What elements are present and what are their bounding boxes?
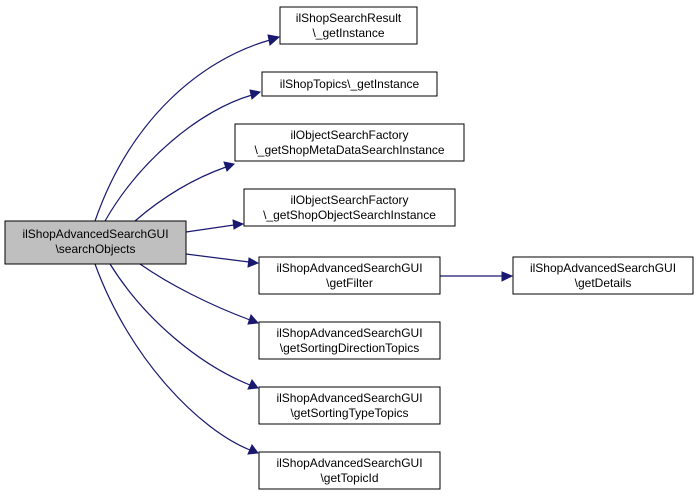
node-label-line-1: ilShopAdvancedSearchGUI	[276, 456, 422, 470]
node-root[interactable]: ilShopAdvancedSearchGUI \searchObjects	[4, 220, 187, 265]
edge-arrowhead	[247, 379, 259, 390]
edge-root-to-sorting-direction	[139, 263, 251, 321]
edge-arrowhead	[247, 257, 260, 268]
edge-arrowhead	[249, 89, 262, 100]
edge-root-to-meta-data-search	[134, 166, 227, 222]
node-get-details[interactable]: ilShopAdvancedSearchGUI \getDetails	[512, 256, 694, 295]
edges	[94, 34, 514, 455]
node-label-line-2: \_getInstance	[312, 26, 384, 40]
node-topic-id[interactable]: ilShopAdvancedSearchGUI \getTopicId	[258, 451, 441, 490]
node-label-line-1: ilShopTopics\_getInstance	[280, 77, 420, 91]
edge-root-to-object-search	[185, 224, 235, 233]
node-label-line-2: \_getShopObjectSearchInstance	[263, 208, 436, 222]
node-sorting-direction[interactable]: ilShopAdvancedSearchGUI \getSortingDirec…	[258, 321, 441, 360]
node-get-filter[interactable]: ilShopAdvancedSearchGUI \getFilter	[258, 256, 441, 295]
node-label-line-2: \getSortingTypeTopics	[290, 406, 408, 420]
edge-arrowhead	[247, 444, 259, 455]
node-label-line-2: \getSortingDirectionTopics	[280, 341, 419, 355]
edge-root-to-shop-search-result	[94, 39, 271, 222]
node-object-search[interactable]: ilObjectSearchFactory \_getShopObjectSea…	[243, 188, 456, 227]
node-label-line-1: ilObjectSearchFactory	[290, 128, 408, 142]
edge-root-to-shop-topics	[104, 94, 253, 222]
node-label-line-1: ilShopAdvancedSearchGUI	[530, 261, 676, 275]
node-label-line-2: \getTopicId	[320, 471, 378, 485]
node-label-line-2: \_getShopMetaDataSearchInstance	[254, 143, 444, 157]
node-label-line-1: ilShopAdvancedSearchGUI	[22, 227, 168, 241]
edge-arrowhead	[501, 271, 514, 282]
edge-root-to-topic-id	[94, 263, 251, 451]
edge-root-to-get-filter	[185, 253, 250, 263]
node-label-line-2: \getFilter	[326, 276, 373, 290]
edge-arrowhead	[247, 314, 260, 325]
node-label-line-1: ilShopSearchResult	[296, 11, 402, 25]
edge-arrowhead	[267, 34, 281, 46]
node-label-line-2: \getDetails	[575, 276, 632, 290]
edge-arrowhead	[223, 161, 236, 172]
node-shop-search-result[interactable]: ilShopSearchResult \_getInstance	[279, 6, 418, 45]
node-label-line-1: ilObjectSearchFactory	[290, 193, 408, 207]
node-label-line-1: ilShopAdvancedSearchGUI	[276, 326, 422, 340]
node-sorting-type[interactable]: ilShopAdvancedSearchGUI \getSortingTypeT…	[258, 386, 441, 425]
node-shop-topics[interactable]: ilShopTopics\_getInstance	[261, 71, 438, 97]
edge-arrowhead	[232, 219, 245, 230]
node-label-line-1: ilShopAdvancedSearchGUI	[276, 261, 422, 275]
edge-root-to-sorting-type	[109, 263, 251, 386]
node-meta-data-search[interactable]: ilObjectSearchFactory \_getShopMetaDataS…	[234, 123, 465, 162]
node-label-line-2: \searchObjects	[55, 242, 135, 256]
node-label-line-1: ilShopAdvancedSearchGUI	[276, 391, 422, 405]
